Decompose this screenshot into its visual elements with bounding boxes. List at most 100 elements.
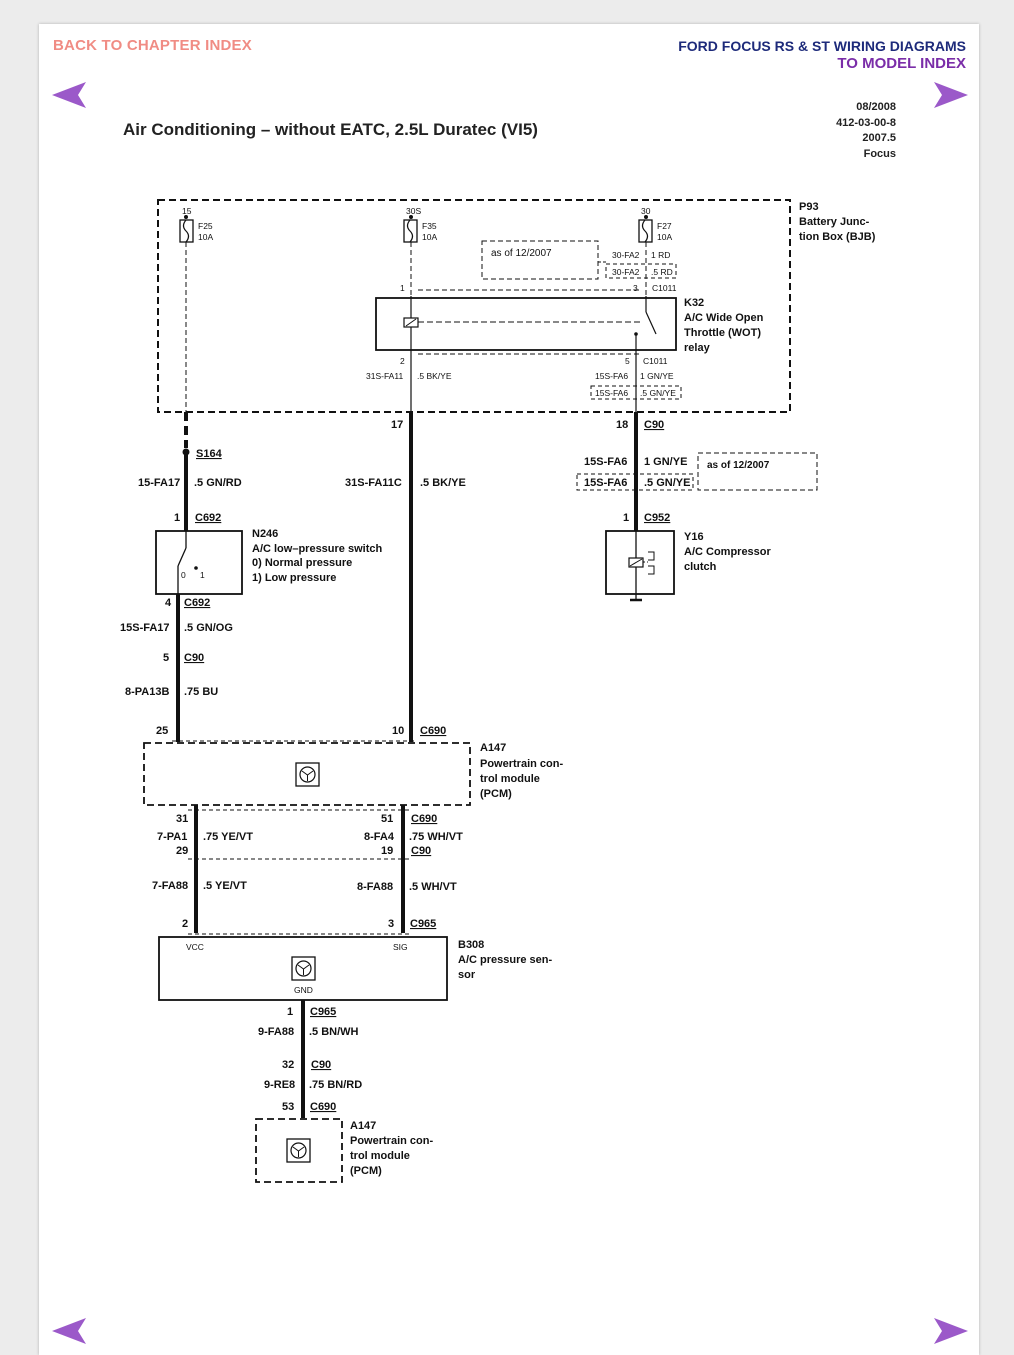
pcm-bottom-id: A147 — [350, 1120, 376, 1132]
doc-model: Focus — [863, 147, 896, 160]
c90-pin-17: 17 — [391, 419, 403, 431]
switch-state-1: 1) Low pressure — [252, 572, 336, 584]
ground-circuit-b: 9-RE8 — [264, 1079, 295, 1091]
c90-pin-18: 18 — [616, 419, 628, 431]
fuse-f25-rating: 10A — [198, 232, 213, 242]
sensor-gnd-label: GND — [294, 985, 313, 995]
previous-page-arrow-icon[interactable] — [52, 82, 88, 108]
ground-pin-a: 1 — [287, 1006, 293, 1018]
relay-out-wire-c: .5 GN/YE — [640, 388, 676, 398]
relay-out-circuit-c: 15S-FA6 — [595, 388, 628, 398]
ground-conn-a: C965 — [310, 1006, 336, 1018]
sensor-connector: C965 — [410, 918, 436, 930]
fuse-f35-pin: 30S — [406, 206, 421, 216]
ground-conn-c: C690 — [310, 1101, 336, 1113]
fuse-f27-pin: 30 — [641, 206, 651, 216]
fuse-f35-id: F35 — [422, 221, 437, 231]
pcm-bottom-name-line3: (PCM) — [350, 1165, 382, 1177]
splice-circuit: 15-FA17 — [138, 477, 180, 489]
pcm-top-box — [143, 742, 471, 806]
pressure-sensor-b308 — [158, 936, 448, 1001]
pcm-out-left-pin-top: 31 — [176, 813, 188, 825]
mid-wire-wire: .5 BK/YE — [420, 477, 466, 489]
fuse-f27: 30 F27 10A — [638, 206, 672, 243]
doc-code: 412-03-00-8 — [836, 116, 896, 129]
relay-out-wire-a: .5 BK/YE — [417, 371, 452, 381]
switch-pin-top: 1 — [174, 512, 180, 524]
left-wire-c90-pin: 5 — [163, 652, 169, 664]
pcm-bottom-box — [255, 1118, 343, 1183]
doc-date: 08/2008 — [856, 101, 896, 113]
switch-n246: 0 1 — [155, 530, 243, 595]
clutch-connector: C952 — [644, 512, 670, 524]
splice-wire: .5 GN/RD — [194, 477, 242, 489]
to-model-index-link[interactable]: TO MODEL INDEX — [837, 55, 966, 72]
c1011-connector: C1011 — [652, 283, 677, 293]
relay-pin-switch: 5 — [625, 356, 630, 366]
fuse-f35: 30S F35 10A — [403, 206, 437, 243]
clutch-id: Y16 — [684, 531, 704, 543]
relay-pin-out: 2 — [400, 356, 405, 366]
pcm-out-right-conn-top: C690 — [411, 813, 437, 825]
clutch-pin: 1 — [623, 512, 629, 524]
switch-pin-bot: 4 — [165, 597, 172, 609]
compressor-feed-wire-b: .5 GN/YE — [644, 477, 690, 489]
switch-id: N246 — [252, 528, 278, 540]
variant-note-box — [481, 240, 599, 280]
ground-conn-b: C90 — [311, 1059, 331, 1071]
compressor-feed-wire-a: 1 GN/YE — [644, 456, 687, 468]
fuse-f25: 15 F25 10A — [179, 206, 213, 243]
splice-id: S164 — [196, 448, 223, 460]
bjb-id: P93 — [799, 201, 819, 213]
pcm-top-connector: C690 — [420, 725, 446, 737]
switch-name: A/C low–pressure switch — [252, 543, 382, 555]
relay-out-wire-b: 1 GN/YE — [640, 371, 674, 381]
next-page-arrow-icon[interactable] — [932, 82, 968, 108]
compressor-variant-note: as of 12/2007 — [707, 460, 770, 471]
relay-name-line3: relay — [684, 342, 711, 354]
pcm-top-pin-25: 25 — [156, 725, 168, 737]
pcm-bottom-module-icon — [286, 1138, 311, 1163]
document-page — [39, 24, 979, 1355]
ground-wire-a: .5 BN/WH — [309, 1026, 359, 1038]
switch-label-1: 1 — [200, 570, 205, 580]
relay-pin-in: 1 — [400, 283, 405, 293]
pcm-bottom-name-line1: Powertrain con- — [350, 1135, 433, 1147]
fuse-f25-id: F25 — [198, 221, 213, 231]
document-series-title: FORD FOCUS RS & ST WIRING DIAGRAMS — [678, 38, 966, 54]
relay-name-line1: A/C Wide Open — [684, 312, 764, 324]
bjb-name-line2: tion Box (BJB) — [799, 231, 876, 243]
sensor-right-wire: .5 WH/VT — [409, 881, 457, 893]
sensor-left-wire: .5 YE/VT — [203, 880, 247, 892]
c1011-wire-b: .5 RD — [651, 267, 673, 277]
relay-name-line2: Throttle (WOT) — [684, 327, 761, 339]
left-wire-circuit-2: 8-PA13B — [125, 686, 169, 698]
pcm-top-pin-10: 10 — [392, 725, 404, 737]
sensor-name-line2: sor — [458, 969, 476, 981]
page-title: Air Conditioning – without EATC, 2.5L Du… — [123, 120, 538, 139]
switch-state-0: 0) Normal pressure — [252, 557, 352, 569]
fuse-f27-id: F27 — [657, 221, 672, 231]
sensor-right-circuit: 8-FA88 — [357, 881, 393, 893]
sensor-sig-label: SIG — [393, 942, 408, 952]
left-wire-c90-connector: C90 — [184, 652, 204, 664]
pcm-out-right-circuit: 8-FA4 — [364, 831, 395, 843]
sensor-pin-left: 2 — [182, 918, 188, 930]
pcm-top-name-line3: (PCM) — [480, 788, 512, 800]
compressor-feed-circuit-a: 15S-FA6 — [584, 456, 627, 468]
ground-circuit-a: 9-FA88 — [258, 1026, 294, 1038]
relay-out-circuit-b: 15S-FA6 — [595, 371, 628, 381]
relay-id: K32 — [684, 297, 704, 309]
variant-note: as of 12/2007 — [491, 248, 552, 259]
pcm-out-right-wire: .75 WH/VT — [409, 831, 463, 843]
c90-top-connector: C90 — [644, 419, 664, 431]
sensor-left-circuit: 7-FA88 — [152, 880, 188, 892]
previous-page-arrow-bottom-icon[interactable] — [52, 1318, 88, 1344]
c1011-wire-a: 1 RD — [651, 250, 670, 260]
pcm-out-left-circuit: 7-PA1 — [157, 831, 187, 843]
back-to-chapter-index-link[interactable]: BACK TO CHAPTER INDEX — [53, 37, 252, 54]
next-page-arrow-bottom-icon[interactable] — [932, 1318, 968, 1344]
pcm-out-right-pin-top: 51 — [381, 813, 393, 825]
sensor-pin-right: 3 — [388, 918, 394, 930]
